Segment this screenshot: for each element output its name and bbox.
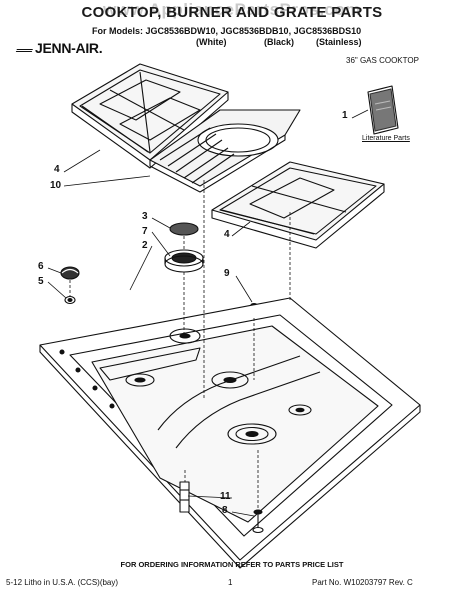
explode-lines	[69, 180, 291, 510]
right-grate[interactable]	[211, 161, 385, 249]
variant-black: (Black)	[264, 37, 295, 47]
callout-4-right: 4	[224, 229, 230, 240]
variant-stainless: (Stainless)	[316, 37, 362, 47]
models-line: For Models: JGC8536BDW10, JGC8536BDB10, …	[92, 26, 362, 36]
brand-name: JENN-AIR.	[35, 40, 103, 56]
cooktop-leg[interactable]	[179, 481, 190, 513]
callout-10: 10	[50, 180, 62, 191]
product-label: 36" GAS COOKTOP	[346, 56, 419, 65]
burner-base[interactable]	[164, 249, 204, 273]
cooktop-top[interactable]	[39, 297, 421, 569]
page-title: COOKTOP, BURNER AND GRATE PARTS	[81, 4, 383, 21]
control-knob[interactable]	[60, 266, 80, 280]
burner-cap[interactable]	[169, 222, 199, 236]
callout-9: 9	[224, 268, 230, 279]
callout-1: 1	[342, 110, 348, 121]
variant-white: (White)	[196, 37, 227, 47]
center-grate[interactable]	[149, 109, 301, 193]
callout-3: 3	[142, 211, 148, 222]
page-number: 1	[228, 578, 233, 587]
watermark: www.AppliancePartsPros.com	[103, 0, 361, 19]
leg-foot-screw[interactable]	[252, 509, 264, 534]
callout-7: 7	[142, 226, 148, 237]
callout-4-left: 4	[54, 164, 60, 175]
callout-2: 2	[142, 240, 148, 251]
callout-6: 6	[38, 261, 44, 272]
literature-parts-label: Literature Parts	[362, 135, 410, 142]
callout-5: 5	[38, 276, 44, 287]
litho-info: 5-12 Litho in U.S.A. (CCS)(bay)	[6, 578, 119, 587]
callout-8: 8	[222, 505, 228, 516]
part-number: Part No. W10203797 Rev. C	[312, 578, 413, 587]
ordering-note: FOR ORDERING INFORMATION REFER TO PARTS …	[120, 560, 344, 569]
literature-parts-booklet[interactable]	[367, 85, 399, 135]
leader-lines	[47, 109, 369, 517]
knob-bezel[interactable]	[64, 295, 76, 305]
left-grate[interactable]	[71, 63, 229, 169]
brand-logo: JENN-AIR.	[15, 40, 103, 56]
callout-11: 11	[220, 491, 231, 502]
